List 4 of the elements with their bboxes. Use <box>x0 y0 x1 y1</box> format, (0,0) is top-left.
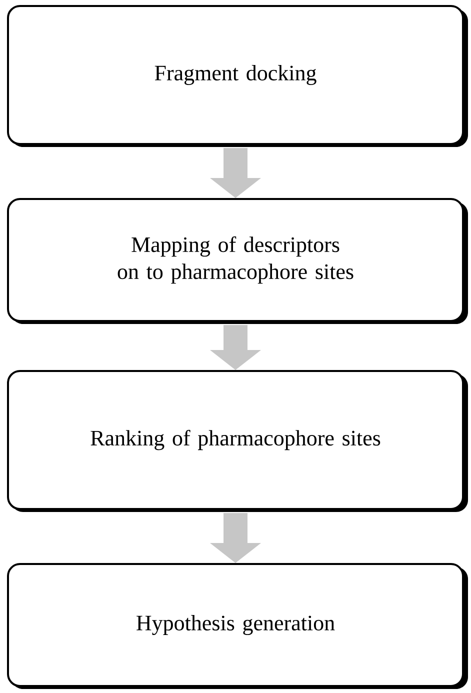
process-box: Fragment docking <box>7 5 468 147</box>
process-box: Hypothesis generation <box>7 563 468 689</box>
process-box: Ranking of pharmacophore sites <box>7 370 468 512</box>
process-box: Mapping of descriptors on to pharmacophore sites <box>7 198 468 324</box>
